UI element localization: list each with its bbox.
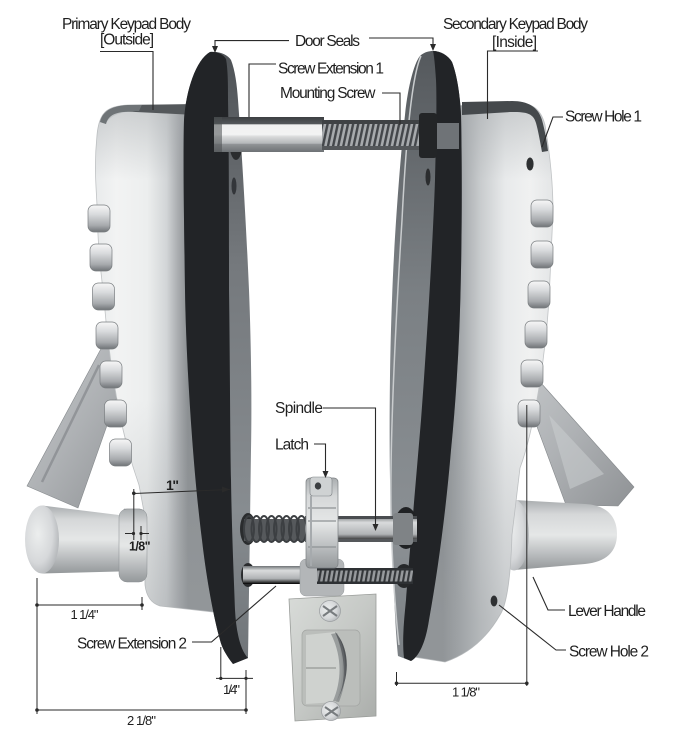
svg-text:Screw Hole 1: Screw Hole 1	[565, 109, 642, 126]
svg-text:Screw Extension 2: Screw Extension 2	[77, 636, 187, 653]
svg-text:Spindle: Spindle	[275, 400, 323, 417]
svg-text:Screw Hole 2: Screw Hole 2	[569, 644, 649, 661]
svg-text:Screw Extension 1: Screw Extension 1	[278, 61, 384, 78]
svg-text:1 1/4": 1 1/4"	[71, 607, 99, 622]
svg-text:Latch: Latch	[275, 437, 309, 454]
svg-text:1 1/8": 1 1/8"	[452, 685, 480, 700]
svg-text:[Inside]: [Inside]	[492, 34, 537, 51]
svg-text:Secondary Keypad Body: Secondary Keypad Body	[443, 16, 588, 33]
svg-text:1/4": 1/4"	[223, 682, 240, 697]
svg-text:1": 1"	[166, 477, 179, 493]
svg-text:Door Seals: Door Seals	[295, 33, 360, 50]
svg-text:1/8": 1/8"	[129, 540, 151, 554]
svg-text:[Outside]: [Outside]	[100, 32, 154, 49]
svg-text:2 1/8": 2 1/8"	[127, 713, 156, 728]
svg-text:Primary Keypad Body: Primary Keypad Body	[62, 16, 191, 33]
svg-text:Mounting Screw: Mounting Screw	[280, 85, 376, 102]
svg-text:Lever Handle: Lever Handle	[568, 603, 646, 620]
